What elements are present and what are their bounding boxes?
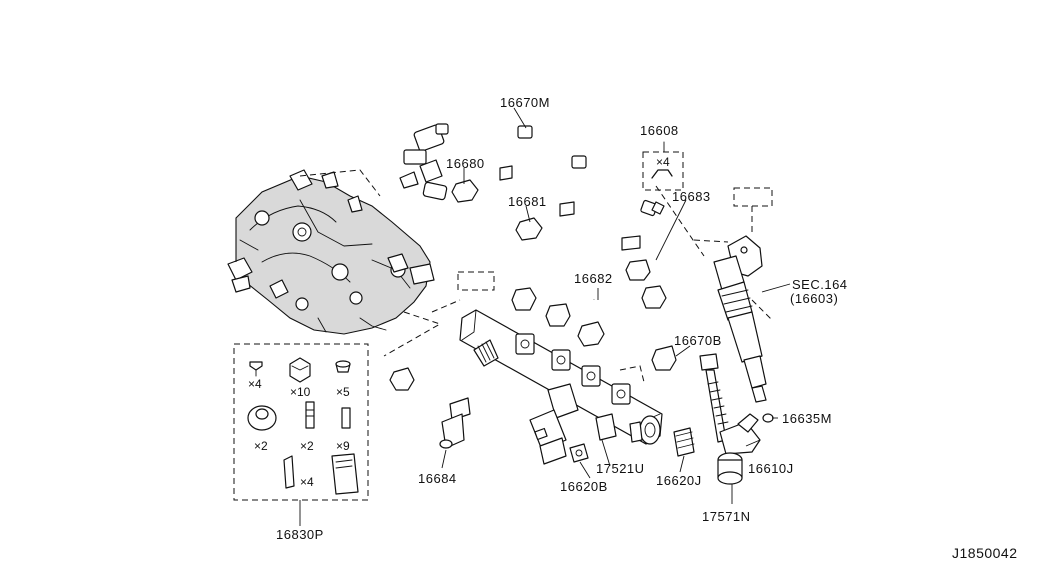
label-16610J: 16610J	[748, 461, 794, 476]
label-16684: 16684	[418, 471, 457, 486]
label-16620B: 16620B	[560, 479, 608, 494]
label-16620J: 16620J	[656, 473, 702, 488]
return-hose-16670M	[380, 90, 665, 251]
label-16608: 16608	[640, 123, 679, 138]
qty-kit-bushing: ×4	[300, 475, 314, 489]
qty-kit-nut: ×10	[290, 385, 311, 399]
injector-clamp	[699, 353, 761, 485]
label-16635M: 16635M	[782, 411, 832, 426]
bolt-16620B	[569, 443, 589, 463]
label-sec164-sub: (16603)	[790, 291, 839, 306]
label-17571N: 17571N	[702, 509, 751, 524]
clip-16608-box	[642, 141, 684, 191]
fuel-injector	[655, 185, 774, 423]
label-16670M: 16670M	[500, 95, 550, 110]
label-sec164: SEC.164	[792, 277, 848, 292]
qty-kit-oring: ×2	[254, 439, 268, 453]
high-pressure-pump	[227, 169, 461, 357]
diagram-id: J1850042	[952, 545, 1018, 561]
leader-lines	[299, 107, 791, 526]
qty-kit-screw: ×4	[248, 377, 262, 391]
tube-16684-end	[439, 397, 471, 449]
qty-kit-small-pin: ×9	[336, 439, 350, 453]
label-16682: 16682	[574, 271, 613, 286]
stud-16620J	[673, 427, 695, 457]
label-16681: 16681	[508, 194, 547, 209]
label-17521U: 17521U	[596, 461, 645, 476]
label-16683: 16683	[672, 189, 711, 204]
injection-tubes	[389, 179, 714, 418]
label-16670B: 16670B	[674, 333, 722, 348]
qty-kit-sleeve: ×5	[336, 385, 350, 399]
fuel-rail	[459, 309, 663, 465]
label-16680: 16680	[446, 156, 485, 171]
seal-kit-box	[233, 343, 369, 501]
label-16830P: 16830P	[276, 527, 324, 542]
qty-16608-clip: ×4	[656, 155, 670, 169]
qty-kit-pin: ×2	[300, 439, 314, 453]
